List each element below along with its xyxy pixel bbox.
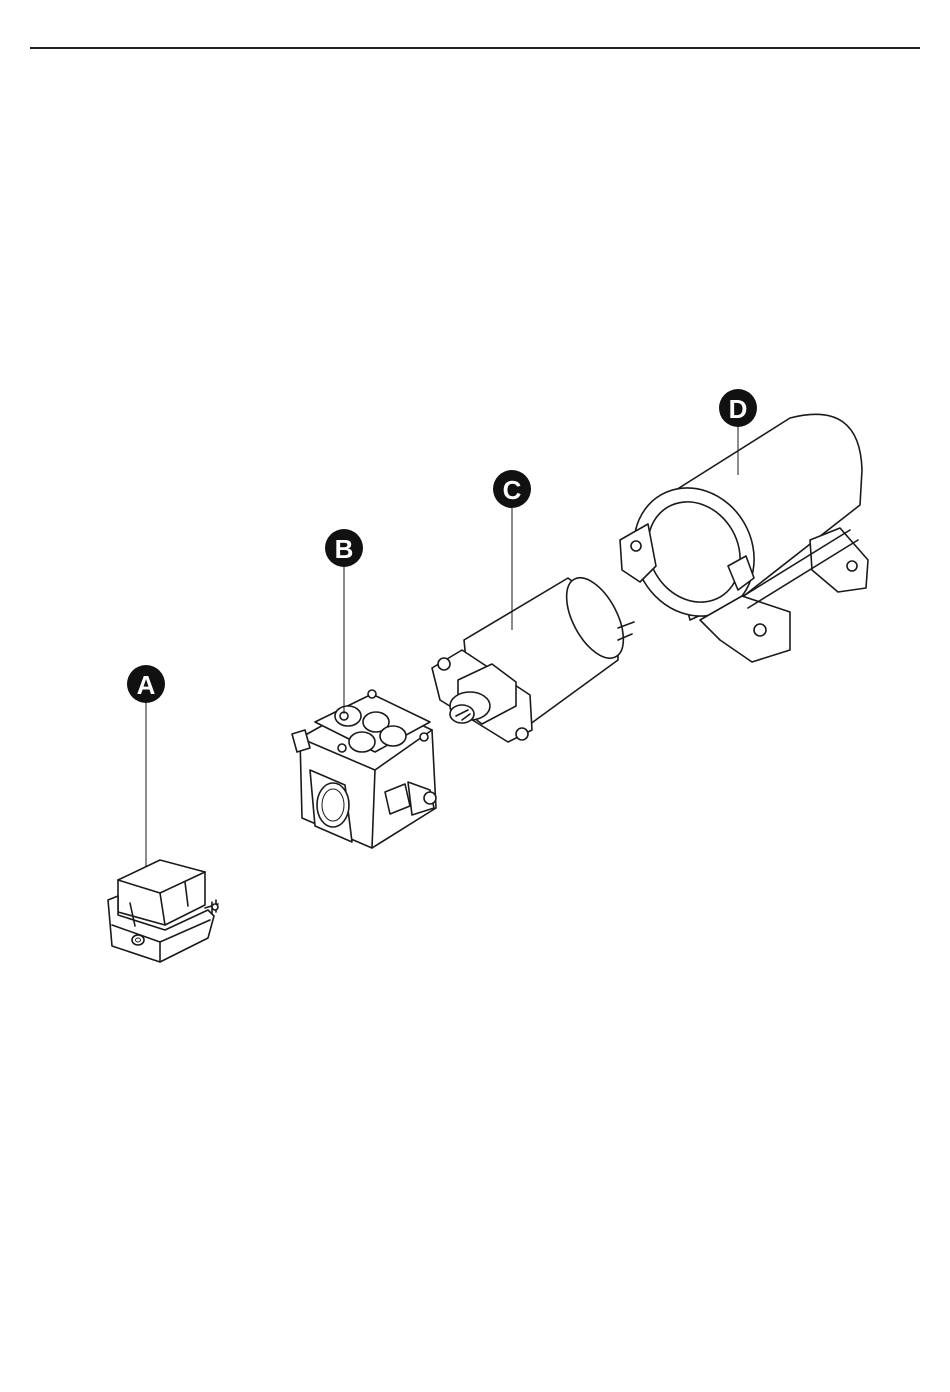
callout-b: B (325, 529, 363, 567)
part-d-housing (611, 414, 868, 662)
part-b-pump-head (292, 690, 436, 848)
part-c-motor (432, 569, 635, 742)
callout-d-label: D (729, 394, 748, 424)
callout-a-label: A (137, 670, 156, 700)
part-a-pressure-switch (108, 860, 218, 962)
callout-a: A (127, 665, 165, 703)
callout-b-label: B (335, 534, 354, 564)
callout-c: C (493, 470, 531, 508)
callout-c-label: C (503, 475, 522, 505)
callout-d: D (719, 389, 757, 427)
